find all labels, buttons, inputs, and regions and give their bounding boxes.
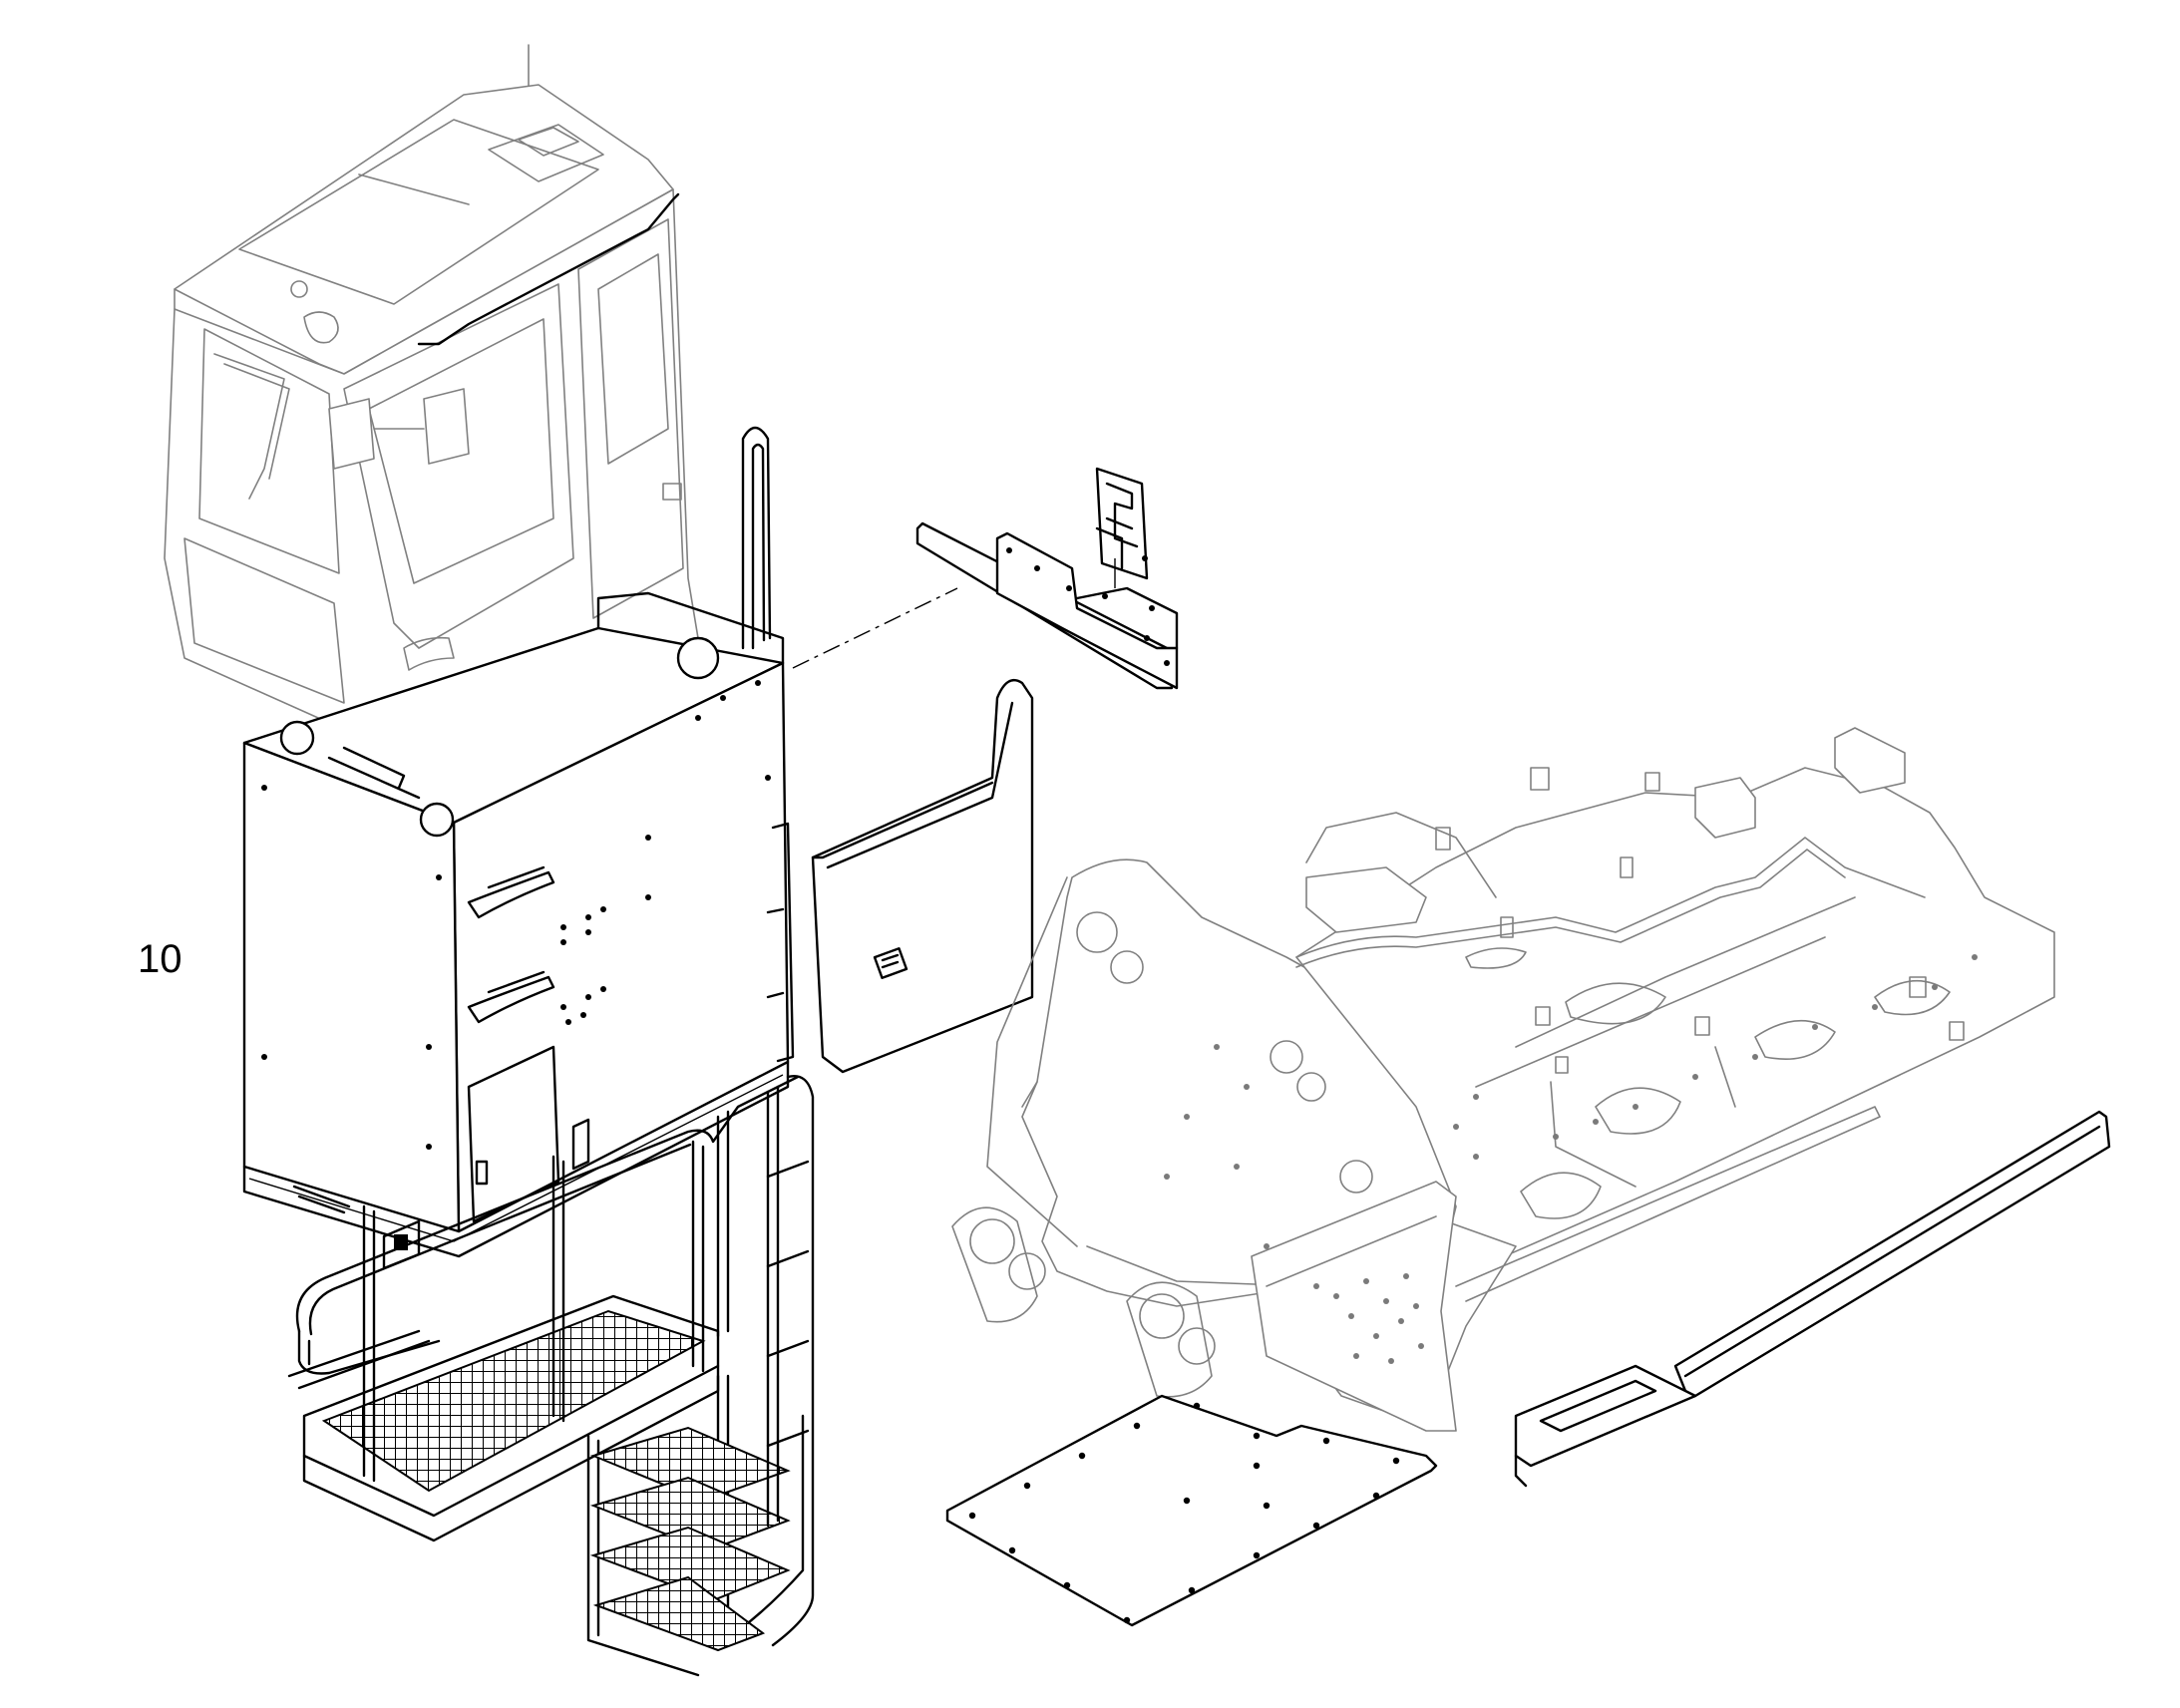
side-cover-panel <box>811 678 1034 1074</box>
bottom-guard-plate <box>945 1394 1438 1627</box>
upper-structure-frame <box>951 727 2055 1432</box>
side-compartment-box <box>242 426 795 1270</box>
side-rail-skirt <box>1514 1110 2111 1488</box>
mounting-bracket-assembly <box>792 467 1179 690</box>
operator-cab <box>164 44 699 744</box>
access-platform-stairs <box>287 1075 815 1677</box>
callout-label-10[interactable]: 10 <box>138 937 182 981</box>
